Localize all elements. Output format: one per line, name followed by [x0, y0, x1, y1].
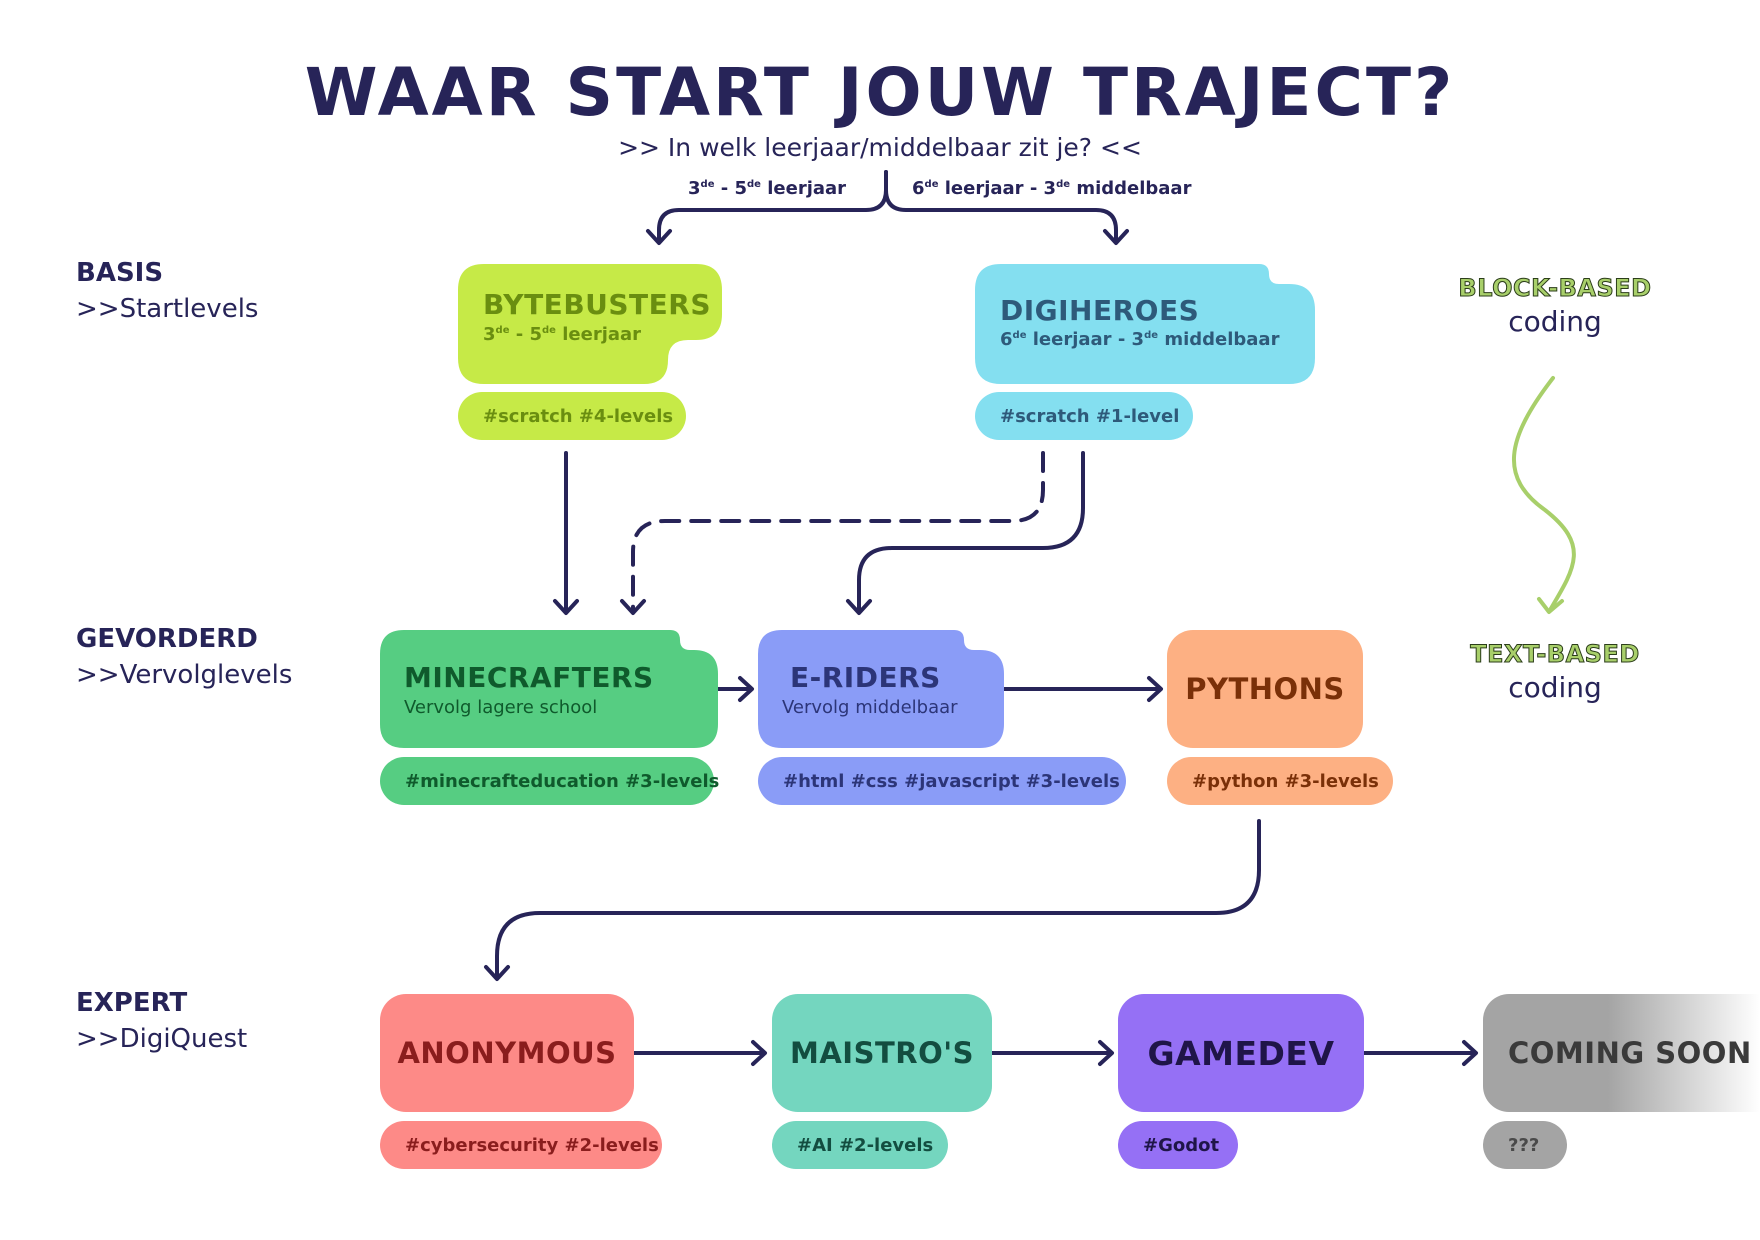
card-sub-digiheroes: 6de leerjaar - 3de middelbaar [1000, 329, 1280, 350]
legend-block-based-title: BLOCK-BASED [1458, 274, 1652, 303]
card-sub-minecrafters: Vervolg lagere school [404, 697, 598, 718]
card-pythons[interactable]: PYTHONS [1167, 630, 1363, 748]
level-title-basis: BASIS [76, 258, 164, 288]
card-comingsoon[interactable]: COMING SOON [1483, 994, 1760, 1112]
card-title-bytebusters: BYTEBUSTERS [483, 288, 712, 321]
card-title-comingsoon: COMING SOON [1508, 1036, 1752, 1070]
brace-arrow-right [884, 170, 1118, 244]
legend-text-based-title: TEXT-BASED [1470, 640, 1640, 669]
branch-label-right: 6de leerjaar - 3de middelbaar [912, 178, 1192, 199]
card-sub-bytebusters: 3de - 5de leerjaar [483, 324, 642, 345]
page-subtitle: >> In welk leerjaar/middelbaar zit je? <… [618, 133, 1142, 162]
branch-label-left: 3de - 5de leerjaar [688, 178, 847, 199]
level-sub-basis: >>Startlevels [76, 294, 259, 324]
card-maistros[interactable]: MAISTRO'S [772, 994, 992, 1112]
card-title-minecrafters: MINECRAFTERS [404, 661, 654, 694]
arrow-digiheroes-minecrafters-dashed [631, 451, 1045, 613]
card-title-anonymous: ANONYMOUS [397, 1036, 617, 1070]
card-eriders[interactable] [758, 630, 1004, 748]
card-title-digiheroes: DIGIHEROES [1000, 294, 1200, 327]
arrow-pythons-anonymous [495, 819, 1261, 980]
tag-gamedev: #Godot [1118, 1121, 1238, 1169]
card-sub-eriders: Vervolg middelbaar [782, 697, 958, 718]
level-sub-expert: >>DigiQuest [76, 1024, 248, 1054]
card-gamedev[interactable]: GAMEDEV [1118, 994, 1364, 1112]
card-digiheroes[interactable] [975, 264, 1315, 384]
tag-anonymous: #cybersecurity #2-levels [380, 1121, 662, 1169]
legend-text-based-sub: coding [1508, 671, 1602, 704]
tag-eriders: #html #css #javascript #3-levels [758, 757, 1126, 805]
legend-squiggle-arrow [1512, 376, 1576, 612]
arrow-digiheroes-eriders [857, 451, 1085, 613]
level-title-gevorderd: GEVORDERD [76, 624, 258, 654]
tag-comingsoon: ??? [1483, 1121, 1567, 1169]
tag-maistros: #AI #2-levels [772, 1121, 948, 1169]
level-sub-gevorderd: >>Vervolglevels [76, 660, 293, 690]
tag-minecrafters: #minecrafteducation #3-levels [380, 757, 719, 805]
card-minecrafters[interactable] [380, 630, 718, 748]
card-anonymous[interactable]: ANONYMOUS [380, 994, 634, 1112]
tag-bytebusters: #scratch #4-levels [458, 392, 686, 440]
level-title-expert: EXPERT [76, 988, 188, 1018]
card-title-maistros: MAISTRO'S [789, 1036, 974, 1070]
arrowhead-digiheroes [1103, 229, 1129, 245]
tag-pythons: #python #3-levels [1167, 757, 1393, 805]
legend-block-based-sub: coding [1508, 305, 1602, 338]
page-title: WAAR START JOUW TRAJECT? [304, 54, 1456, 131]
card-title-pythons: PYTHONS [1185, 672, 1345, 706]
tag-digiheroes: #scratch #1-level [975, 392, 1193, 440]
card-title-gamedev: GAMEDEV [1147, 1033, 1335, 1073]
card-title-eriders: E-RIDERS [790, 661, 941, 694]
card-bytebusters[interactable] [458, 264, 722, 384]
brace-arrow-left [657, 170, 888, 244]
arrowhead-bytebusters [646, 229, 672, 245]
